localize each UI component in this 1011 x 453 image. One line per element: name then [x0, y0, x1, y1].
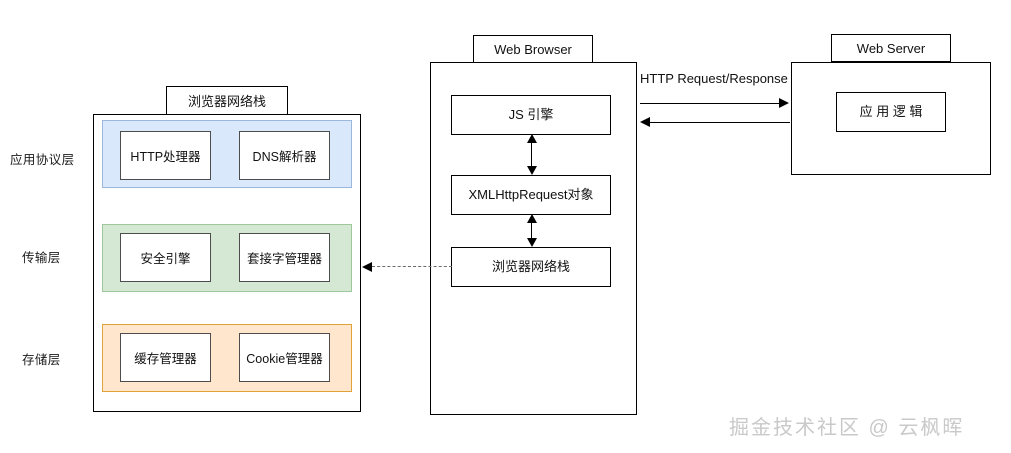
component-xmlhttprequest-object[interactable]: XMLHttpRequest对象 — [451, 175, 611, 215]
component-security-engine[interactable]: 安全引擎 — [120, 233, 211, 282]
network-stack-title-tab: 浏览器网络栈 — [166, 86, 288, 115]
component-application-logic[interactable]: 应 用 逻 辑 — [836, 92, 946, 132]
component-cache-manager[interactable]: 缓存管理器 — [120, 333, 211, 382]
connector-js-to-xhr-arrow-up — [527, 134, 537, 143]
connector-js-to-xhr-arrow-down — [527, 166, 537, 175]
connector-xhr-to-netstack-arrow-down — [527, 238, 537, 247]
network-stack-title: 浏览器网络栈 — [187, 94, 266, 109]
component-cookie-manager[interactable]: Cookie管理器 — [239, 333, 330, 382]
component-socket-manager[interactable]: 套接字管理器 — [239, 233, 330, 282]
http-request-arrowhead — [779, 98, 789, 108]
watermark: 掘金技术社区 @ 云枫晖 — [729, 417, 965, 439]
web-server-title: Web Server — [856, 40, 926, 56]
web-browser-title: Web Browser — [494, 41, 572, 57]
component-dns-resolver[interactable]: DNS解析器 — [239, 131, 330, 180]
connector-netstack-detail-dashed — [372, 266, 452, 267]
layer-label-application: 应用协议层 — [10, 153, 75, 167]
http-response-arrowhead — [640, 117, 650, 127]
web-server-title-tab: Web Server — [831, 34, 951, 62]
component-js-engine[interactable]: JS 引擎 — [451, 95, 611, 135]
http-request-arrow-line — [640, 103, 780, 104]
layer-label-storage: 存储层 — [22, 353, 61, 367]
connector-js-to-xhr — [531, 138, 532, 172]
layer-label-transport: 传输层 — [22, 251, 61, 265]
connector-netstack-detail-arrowhead — [362, 262, 372, 272]
component-http-handler[interactable]: HTTP处理器 — [120, 131, 211, 180]
http-response-arrow-line — [650, 122, 790, 123]
connector-xhr-to-netstack-arrow-up — [527, 214, 537, 223]
component-browser-network-stack[interactable]: 浏览器网络栈 — [451, 247, 611, 287]
web-browser-title-tab: Web Browser — [473, 35, 593, 63]
connector-xhr-to-netstack — [531, 218, 532, 244]
http-request-response-label: HTTP Request/Response — [640, 71, 788, 86]
